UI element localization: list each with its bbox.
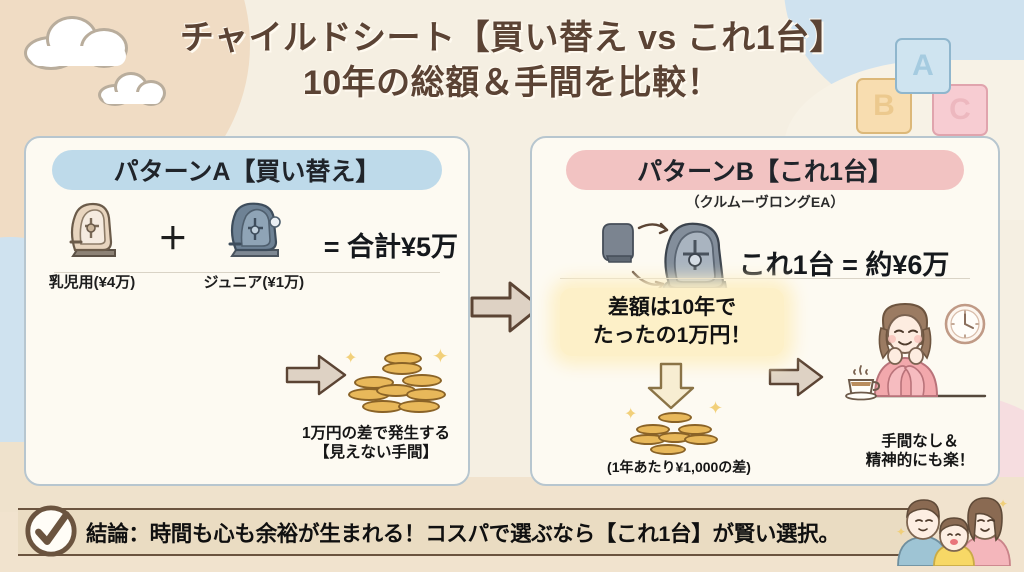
conclusion-bar: 結論：時間も心も余裕が生まれる！コスパで選ぶなら【これ1台】が賢い選択。 <box>18 508 918 556</box>
product-infant-seat-caption: 乳児用(¥4万) <box>48 274 136 291</box>
panel-b-result-caption: 手間なし＆ 精神的にも楽！ <box>840 432 1000 470</box>
savings-highlight-box: 差額は10年で たったの1万円！ <box>560 288 784 356</box>
panel-b-subtitle: （クルムーヴロングEA） <box>685 194 845 210</box>
product-junior-seat-caption: ジュニア(¥1万) <box>203 274 305 291</box>
plus-operator: ＋ <box>157 223 188 256</box>
panel-a-total: = 合計¥5万 <box>323 232 458 262</box>
panel-b-result-line2: 精神的にも楽！ <box>865 452 975 469</box>
abc-blocks-decoration: B C A <box>850 38 1000 138</box>
down-arrow-icon <box>647 362 695 410</box>
coin-pile-icon: ✦ ✦ <box>336 342 456 422</box>
svg-text:✦: ✦ <box>998 497 1008 511</box>
page-title: チャイルドシート【買い替え vs これ1台】 10年の総額＆手間を比較！ <box>0 16 1024 106</box>
family-illustration-icon: ✦ ✦ <box>896 497 1011 566</box>
block-c-icon: C <box>932 84 988 136</box>
product-infant-seat: 乳児用(¥4万) <box>36 198 148 292</box>
circled-checkmark-icon <box>25 505 77 557</box>
title-line-1: チャイルドシート【買い替え vs これ1台】 <box>179 19 845 57</box>
panel-b-header: パターンB【これ1台】 <box>566 150 964 190</box>
panel-b-price: これ1台 = 約¥6万 <box>738 250 950 280</box>
coin-pile-small-icon: ✦ ✦ <box>622 398 728 460</box>
center-right-arrow-icon <box>470 281 542 333</box>
panel-a-products: 乳児用(¥4万) ＋ ジュニア(¥1万) = 合計 <box>26 198 468 292</box>
right-arrow-icon <box>285 354 347 396</box>
panel-b-divider <box>560 278 970 279</box>
block-a-icon: A <box>895 38 951 94</box>
panel-a-coins-caption-line1: 1万円の差で発生する <box>301 425 451 442</box>
savings-highlight-line2: たったの1万円！ <box>592 324 752 347</box>
conclusion-text: 結論：時間も心も余裕が生まれる！コスパで選ぶなら【これ1台】が賢い選択。 <box>86 521 840 546</box>
panel-b-coins-caption: (1年あたり¥1,000の差) <box>607 459 751 475</box>
infant-car-seat-icon <box>36 198 148 269</box>
svg-text:✦: ✦ <box>896 525 906 539</box>
relaxed-parent-scene <box>845 300 995 430</box>
coffee-cup-icon <box>845 365 881 401</box>
title-line-2: 10年の総額＆手間を比較！ <box>302 64 722 102</box>
product-junior-seat: ジュニア(¥1万) <box>198 198 310 292</box>
panel-a-divider <box>54 272 440 273</box>
panel-a-coins-caption-line2: 【見えない手間】 <box>313 444 438 461</box>
panel-a-header: パターンA【買い替え】 <box>52 150 442 190</box>
panel-a-coins-caption: 1万円の差で発生する 【見えない手間】 <box>276 424 476 462</box>
right-arrow-icon <box>768 357 824 397</box>
savings-highlight-line1: 差額は10年で <box>607 296 737 319</box>
panel-b-result-line1: 手間なし＆ <box>881 433 959 450</box>
junior-car-seat-icon <box>198 198 310 269</box>
